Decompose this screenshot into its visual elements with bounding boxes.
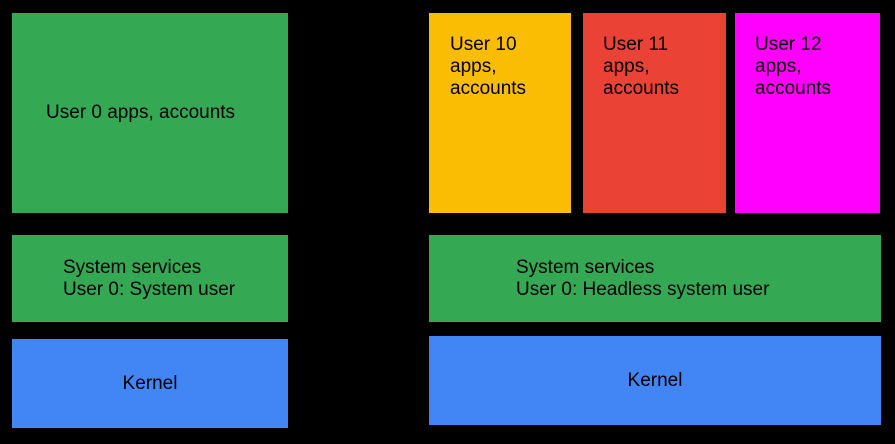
user11-apps-accounts-label: User 11 apps, accounts bbox=[603, 34, 680, 99]
user12-apps-accounts-box: User 12 apps, accounts bbox=[735, 13, 880, 213]
single-user-kernel-label: Kernel bbox=[122, 372, 178, 394]
single-user-system-services-box: System services User 0: System user bbox=[12, 235, 288, 322]
user0-apps-accounts-box: User 0 apps, accounts bbox=[12, 13, 288, 213]
multi-user-kernel-label: Kernel bbox=[627, 369, 683, 391]
user10-apps-accounts-box: User 10 apps, accounts bbox=[429, 13, 571, 213]
single-user-system-services-label: System services User 0: System user bbox=[63, 256, 236, 300]
user0-apps-accounts-label: User 0 apps, accounts bbox=[46, 102, 236, 123]
multi-user-kernel-box: Kernel bbox=[429, 336, 881, 425]
user10-apps-accounts-label: User 10 apps, accounts bbox=[450, 34, 527, 99]
user11-apps-accounts-box: User 11 apps, accounts bbox=[583, 13, 726, 213]
multi-user-system-services-box: System services User 0: Headless system … bbox=[429, 235, 881, 322]
multi-user-system-services-label: System services User 0: Headless system … bbox=[516, 256, 770, 300]
single-user-kernel-box: Kernel bbox=[12, 339, 288, 428]
user12-apps-accounts-label: User 12 apps, accounts bbox=[755, 34, 832, 99]
